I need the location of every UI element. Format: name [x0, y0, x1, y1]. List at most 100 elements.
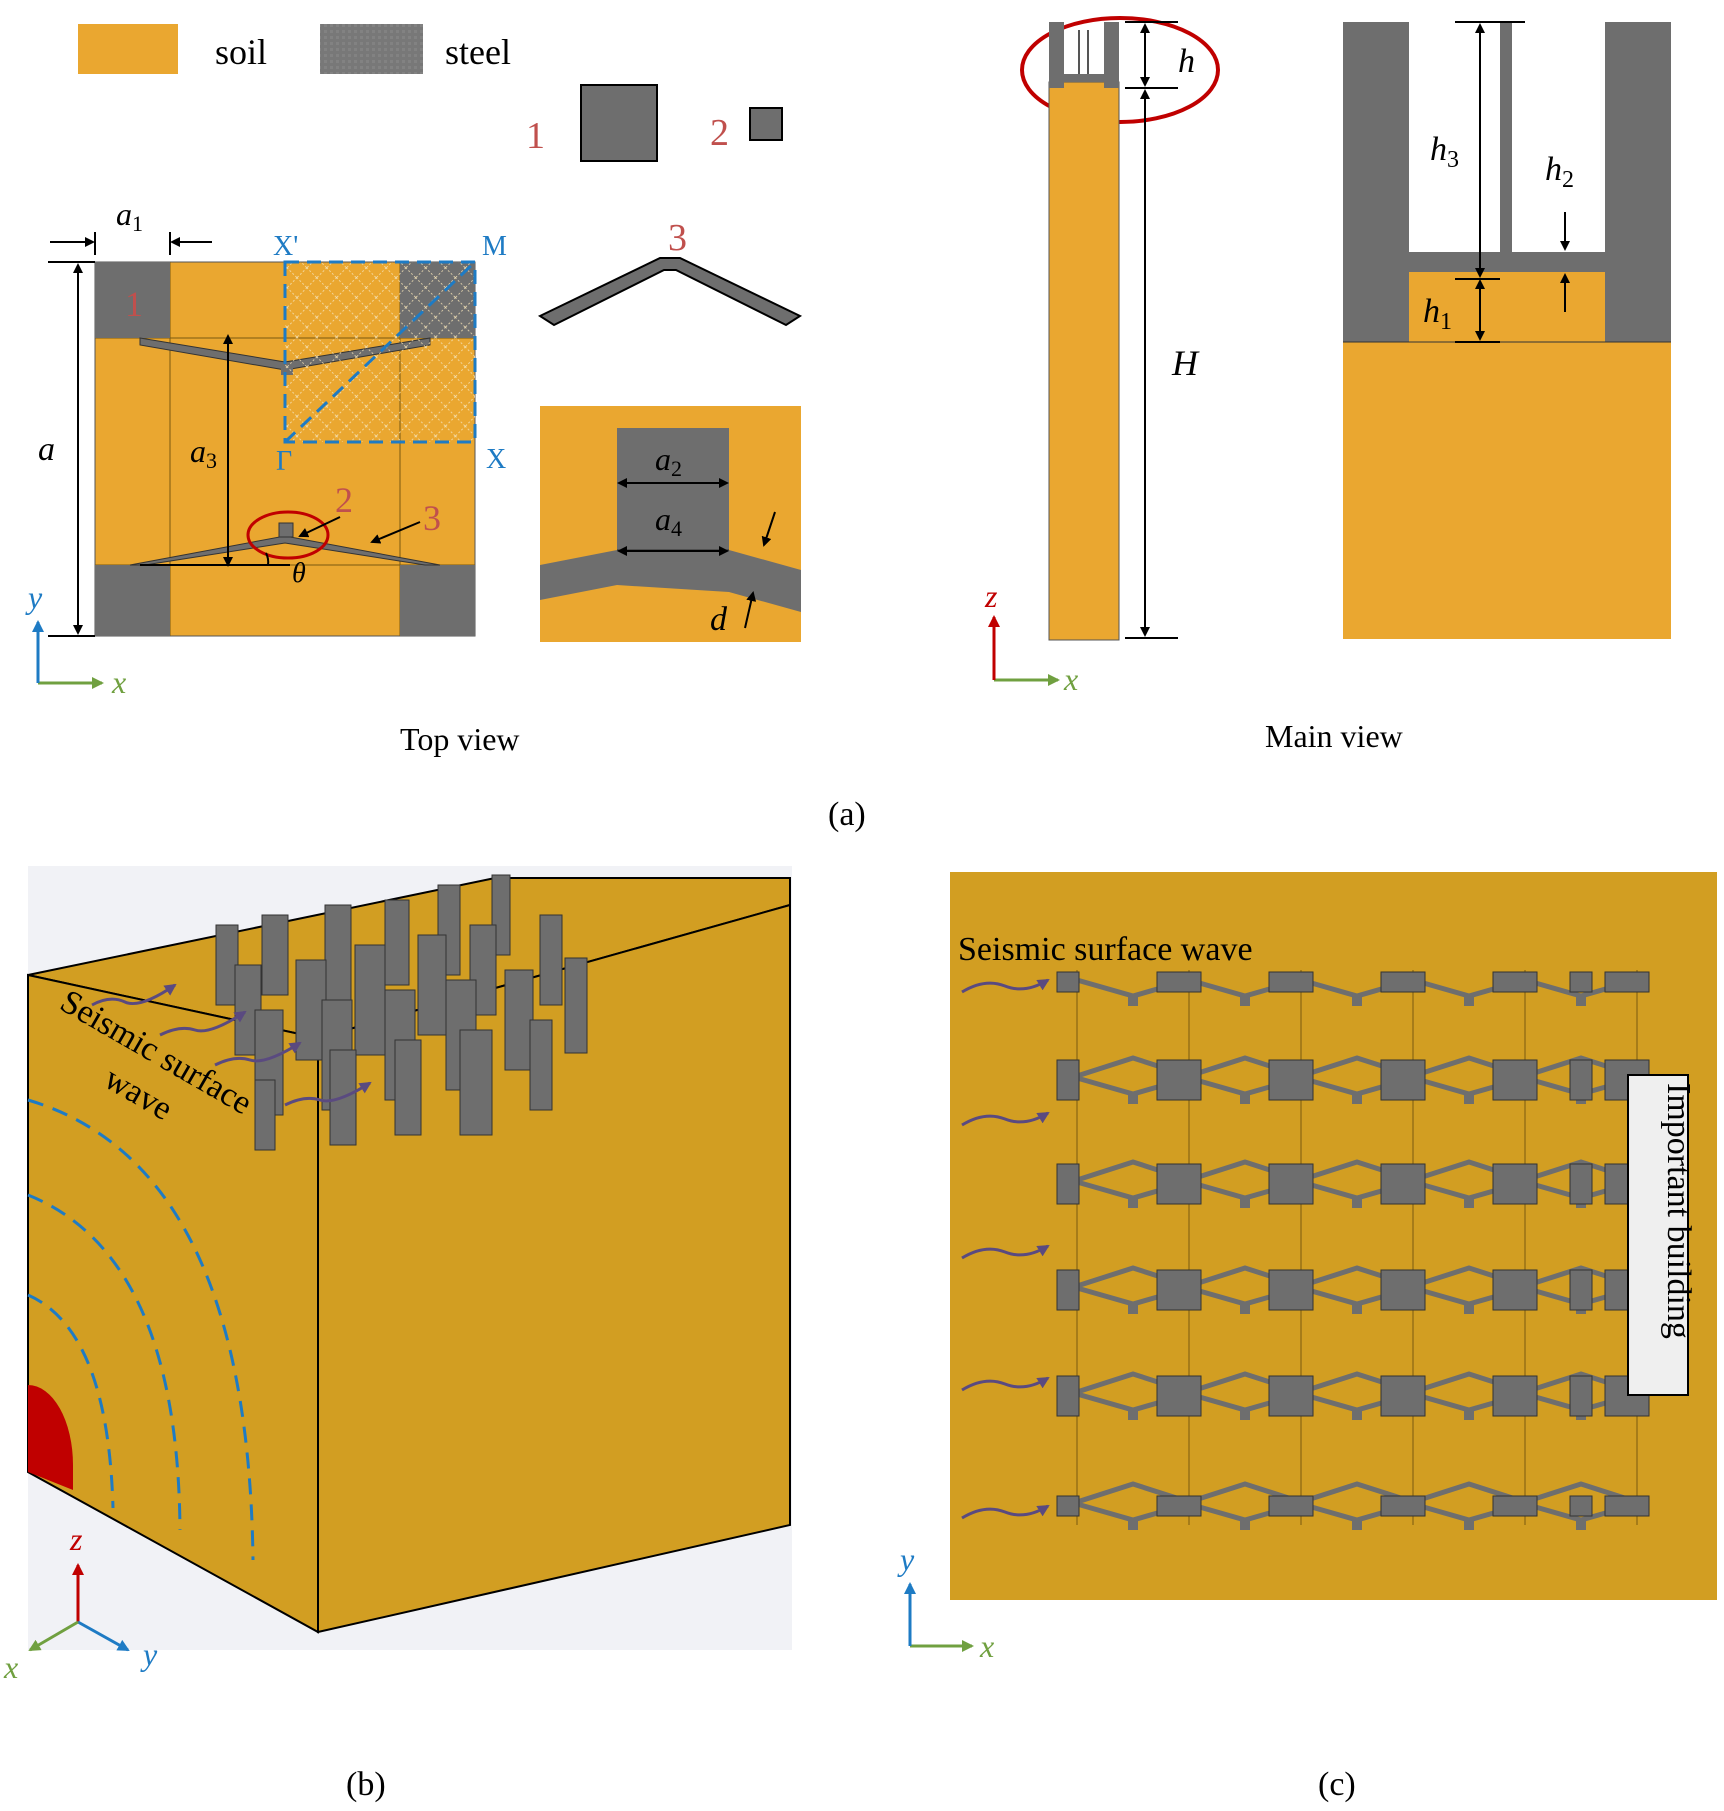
- panel-c: Seismic surface wave Important building …: [897, 872, 1717, 1664]
- zoom-soil: [1343, 342, 1671, 639]
- dim-a4-label: a4: [655, 501, 682, 541]
- dim-d-label: d: [710, 601, 728, 638]
- lattice-steel-column: [1268, 1059, 1314, 1101]
- lattice-steel-column: [1056, 971, 1080, 993]
- dim-d-arrow-top: [761, 511, 776, 547]
- lattice-steel-column: [1492, 1495, 1538, 1517]
- caption-main-view: Main view: [1265, 718, 1403, 754]
- lattice-steel-column: [1492, 1375, 1538, 1417]
- steel-column-bottom-right: [400, 565, 475, 636]
- caption-a: (a): [828, 796, 866, 833]
- panel-b: Seismic surface wave z y x: [3, 866, 792, 1685]
- legend-steel-swatch: [320, 24, 423, 74]
- lattice-small-mass: [1464, 1304, 1474, 1314]
- lattice-small-mass: [1240, 1094, 1250, 1104]
- lattice-steel-column: [1569, 1163, 1593, 1205]
- wave-arrow-c-3: [961, 1244, 1050, 1260]
- callout-3-arrow: [370, 521, 421, 544]
- wave-source: [28, 1385, 73, 1490]
- dim-H-label: H: [1171, 343, 1200, 383]
- lattice-steel-column: [1156, 971, 1202, 993]
- lattice-small-mass: [1240, 1410, 1250, 1420]
- lattice-small-mass: [1352, 1198, 1362, 1208]
- small-mass-lower: [278, 522, 294, 538]
- lattice-steel-column: [1380, 971, 1426, 993]
- axis-y-label-b: y: [140, 1636, 158, 1672]
- point-gamma: Γ: [276, 446, 292, 477]
- lattice-steel-column: [1056, 1059, 1080, 1101]
- point-m: M: [482, 231, 507, 262]
- legend: soil steel: [78, 24, 511, 74]
- axis-x-label-b: x: [3, 1649, 18, 1685]
- lattice-small-mass: [1128, 996, 1138, 1006]
- lattice-small-mass: [1128, 1198, 1138, 1208]
- lattice-steel-column: [1569, 971, 1593, 993]
- detail-view: a2 a4 d: [540, 406, 801, 642]
- lattice-small-mass: [1576, 996, 1586, 1006]
- wave-arrow-c-5: [961, 1504, 1050, 1520]
- axis-z-label-b: z: [69, 1521, 83, 1557]
- point-x: X: [486, 444, 506, 475]
- dim-h-label: h: [1178, 43, 1195, 80]
- theta-label: θ: [292, 558, 306, 589]
- building-box: [1627, 1074, 1689, 1396]
- zoom-steel-rod: [1500, 22, 1512, 252]
- lattice-small-mass: [1128, 1094, 1138, 1104]
- component-1-label: 1: [526, 115, 545, 157]
- lattice-small-mass: [1240, 996, 1250, 1006]
- lattice-steel-column: [1604, 1495, 1650, 1517]
- callout-3-label: 3: [423, 498, 441, 538]
- dim-a3-label: a3: [190, 433, 217, 473]
- lattice-steel-column: [1156, 1163, 1202, 1205]
- lattice-small-mass: [1240, 1198, 1250, 1208]
- lattice-steel-column: [1380, 1495, 1426, 1517]
- lattice-steel-column: [1156, 1059, 1202, 1101]
- highlight-circle: [246, 510, 330, 560]
- zoom-soil-insert: [1409, 272, 1605, 342]
- wavefront-3: [27, 1098, 255, 1561]
- lattice-steel-column: [1492, 1059, 1538, 1101]
- caption-b: (b): [346, 1766, 386, 1803]
- detail-steel-mass: [617, 428, 729, 558]
- lattice-small-mass: [1464, 1410, 1474, 1420]
- wave-arrow-b-4: [284, 1081, 372, 1107]
- component-key: 1 2 3: [526, 84, 803, 327]
- axis-x-label-c: x: [979, 1628, 994, 1664]
- lattice-steel-column: [1156, 1495, 1202, 1517]
- dim-d-arrow-bottom: [744, 591, 757, 629]
- lattice-small-mass: [1464, 996, 1474, 1006]
- component-3-label: 3: [668, 217, 687, 259]
- wave-label-c: Seismic surface wave: [958, 931, 1253, 968]
- highlight-circle-main: [1020, 16, 1220, 124]
- lattice-steel-column: [1156, 1375, 1202, 1417]
- callout-2-arrow: [298, 516, 341, 538]
- dim-a2-label: a2: [655, 441, 682, 481]
- lattice-steel-column: [1569, 1269, 1593, 1311]
- lattice-steel-column: [1268, 1495, 1314, 1517]
- wave-arrow-c-2: [961, 1111, 1050, 1127]
- lattice-small-mass: [1128, 1520, 1138, 1530]
- steel-column-bottom-left: [95, 565, 170, 636]
- axis-z-label-main: z: [984, 578, 998, 614]
- lattice-small-mass: [1240, 1304, 1250, 1314]
- brillouin-zone: [283, 260, 477, 444]
- wave-arrow-b-1: [91, 983, 177, 1007]
- zoom-steel-right: [1605, 22, 1671, 342]
- lattice-small-mass: [1464, 1094, 1474, 1104]
- lattice-steel-column: [1268, 1375, 1314, 1417]
- callout-2-label: 2: [335, 480, 353, 520]
- dim-h3-label: h3: [1430, 131, 1459, 173]
- dim-h2-label: h2: [1545, 151, 1574, 193]
- axis-x-arrow-b: [28, 1620, 79, 1652]
- lattice-small-mass: [1576, 1520, 1586, 1530]
- detail-steel-beam: [540, 550, 801, 612]
- lattice-steel-column: [1268, 1163, 1314, 1205]
- column-soil: [1048, 81, 1120, 641]
- top-view: 1 X' M Γ X 2 3 a1 a a3: [25, 196, 520, 757]
- zoom-steel-left: [1343, 22, 1409, 342]
- lattice-steel-column: [1156, 1269, 1202, 1311]
- lattice-steel-column: [1569, 1375, 1593, 1417]
- theta-arc: [265, 552, 270, 566]
- lattice-steel-column: [1056, 1269, 1080, 1311]
